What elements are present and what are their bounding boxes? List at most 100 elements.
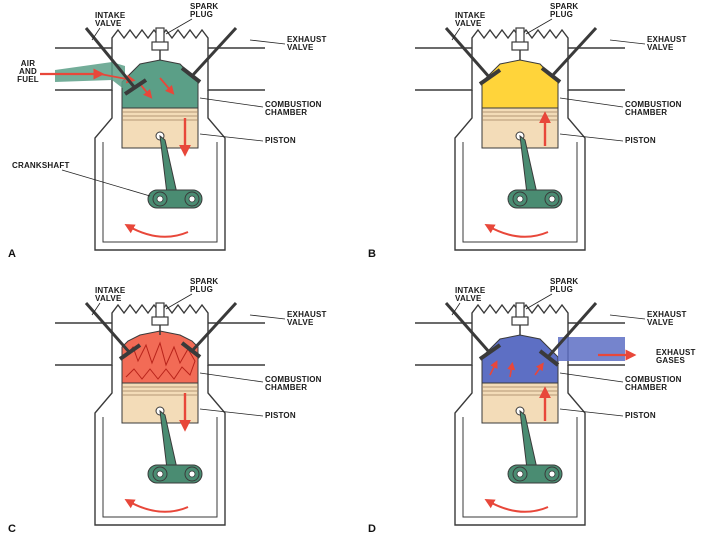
label-intake-valve-line: VALVE	[95, 294, 122, 303]
crank-pin-hole	[516, 470, 524, 478]
crankcase-inner	[462, 142, 578, 243]
spark-plug-nut	[511, 316, 529, 326]
leader-intake-valve	[451, 27, 461, 41]
intake-valve-stem	[444, 27, 492, 79]
leader-combustion-chamber	[199, 97, 264, 108]
leader-spark-plug	[525, 293, 553, 310]
leader-combustion-chamber	[199, 372, 264, 383]
label-crankshaft-line: CRANKSHAFT	[12, 161, 70, 170]
crankcase-inner	[462, 417, 578, 518]
exhaust-port	[207, 47, 265, 91]
label-combustion-chamber-line: CHAMBER	[625, 383, 667, 392]
piston	[121, 382, 199, 424]
cylinder-block	[94, 365, 226, 526]
crank-pin-hole	[516, 195, 524, 203]
leader-piston	[199, 408, 264, 417]
crank-pin-hole	[156, 195, 164, 203]
crank-rotation-arrow	[484, 499, 549, 513]
spark-plug-nut	[511, 41, 529, 51]
label-spark-plug-line: PLUG	[190, 10, 213, 19]
panel-letter: C	[8, 523, 16, 535]
label-spark-plug-line: SPARK	[190, 2, 218, 11]
chamber-flow-arrow-3	[534, 362, 544, 376]
chamber-flow-arrow-3	[159, 77, 175, 95]
panel-letter: B	[368, 248, 376, 260]
intake-valve-head	[123, 78, 148, 96]
exhaust-valve-stem	[190, 301, 238, 353]
crankshaft-hole	[188, 470, 196, 478]
crank-rotation-arrow	[124, 224, 189, 238]
intake-port	[415, 47, 473, 91]
label-spark-plug-line: SPARK	[550, 2, 578, 11]
combustion-chamber-fill	[481, 334, 559, 384]
label-exhaust-valve-line: EXHAUST	[287, 310, 327, 319]
label-combustion-chamber-line: CHAMBER	[625, 108, 667, 117]
piston	[481, 382, 559, 424]
leader-intake-valve	[91, 302, 101, 316]
intake-port	[415, 322, 473, 366]
leader-exhaust-valve	[609, 39, 646, 45]
leader-combustion-chamber	[559, 372, 624, 383]
label-exhaust-valve-line: VALVE	[647, 318, 674, 327]
label-exhaust-valve-line: EXHAUST	[647, 310, 687, 319]
exhaust-valve-head	[538, 349, 560, 367]
label-air-and-fuel-line: FUEL	[17, 75, 39, 84]
label-combustion-chamber-line: COMBUSTION	[625, 375, 682, 384]
crank-pin-hole	[156, 470, 164, 478]
leader-exhaust-valve	[249, 39, 286, 45]
crankshaft-hole	[548, 195, 556, 203]
intake-valve-stem	[84, 27, 137, 89]
crankshaft-hole	[188, 195, 196, 203]
exhaust-valve-stem	[190, 26, 238, 78]
label-exhaust-valve-line: VALVE	[287, 318, 314, 327]
combustion-chamber-fill	[121, 330, 199, 384]
exhaust-valve-head	[180, 66, 202, 84]
exhaust-valve-head	[540, 66, 562, 84]
label-piston: PISTON	[265, 136, 296, 145]
combustion-chamber-fill	[481, 59, 559, 109]
crank-rotation-arrow	[124, 499, 189, 513]
piston	[481, 107, 559, 149]
panel-letter: A	[8, 248, 16, 260]
cylinder-block	[454, 90, 586, 251]
label-exhaust-valve-line: EXHAUST	[287, 35, 327, 44]
spark-plug-nut	[151, 316, 169, 326]
label-intake-valve-line: INTAKE	[95, 286, 126, 295]
spark-plug-nut	[151, 41, 169, 51]
crankcase-inner	[102, 417, 218, 518]
chamber-flow-arrow-2	[139, 83, 153, 99]
label-piston-line: PISTON	[265, 411, 296, 420]
label-piston: PISTON	[265, 411, 296, 420]
leader-spark-plug	[525, 18, 553, 35]
label-intake-valve-line: INTAKE	[455, 286, 486, 295]
exhaust-port	[567, 47, 625, 91]
label-air-and-fuel-line: AND	[19, 67, 37, 76]
label-exhaust-valve-line: EXHAUST	[647, 35, 687, 44]
label-piston: PISTON	[625, 136, 656, 145]
intake-valve-stem	[444, 302, 492, 354]
exhaust-valve-stem	[550, 26, 598, 78]
label-intake-valve-line: VALVE	[455, 294, 482, 303]
label-exhaust-gases-line: GASES	[656, 356, 685, 365]
chamber-flow-arrow-2	[507, 361, 516, 378]
label-combustion-chamber-line: CHAMBER	[265, 108, 307, 117]
crankcase-inner	[102, 142, 218, 243]
label-air-and-fuel-line: AIR	[21, 59, 35, 68]
leader-exhaust-valve	[249, 314, 286, 320]
